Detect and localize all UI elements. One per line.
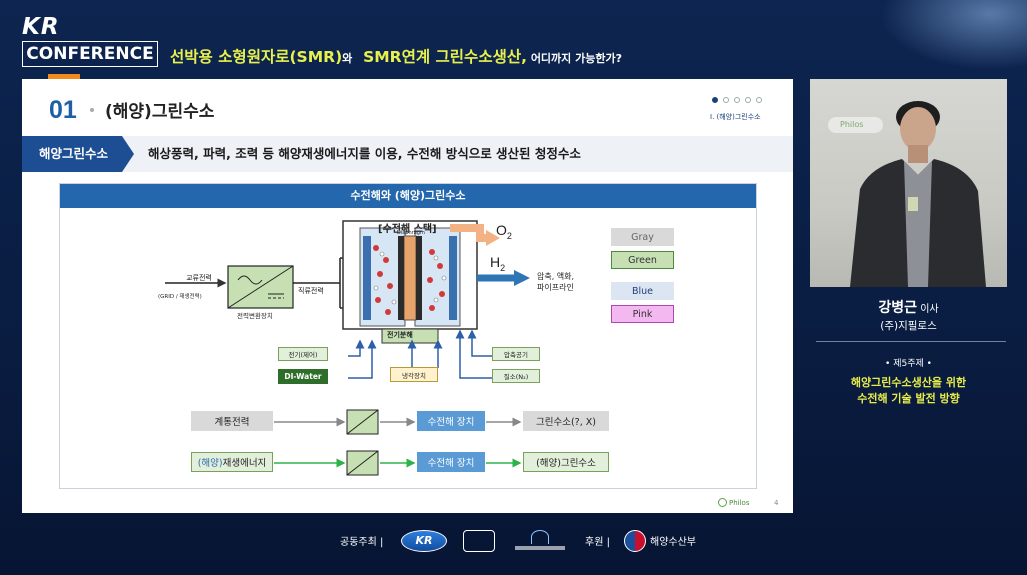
conference-headline: 선박용 소형원자로(SMR)와 SMR연계 그린수소생산, 어디까지 가능한가? [170,45,622,67]
speaker-figure [850,101,986,287]
flow1-result: 그린수소(?, X) [523,411,609,431]
separator-dot [90,108,94,112]
nav-dot [723,97,729,103]
definition-tag: 해양그린수소 [22,136,134,172]
slide-footer-logo: Philos [718,498,749,507]
headline-connector: 와 [342,52,353,65]
nav-dot [745,97,751,103]
government-emblem-icon [624,530,646,552]
h2-use-label: 압축, 액화,파이프라인 [537,272,575,292]
accent-bar [48,74,80,79]
flow2-result: (해양)그린수소 [523,452,609,472]
legend-gray: Gray [611,228,674,246]
presentation-slide: 01 (해양)그린수소 Ⅰ. (해양)그린수소 해양그린수소 해상풍력, 파력,… [22,79,793,513]
speaker-name: 강병근 이사 [878,300,939,316]
philos-logo-icon [718,498,727,507]
conference-logo: CONFERENCE [22,41,158,67]
headline-part-2: SMR연계 그린수소생산, [363,48,527,66]
host-label: 공동주최 | [340,537,384,548]
legend-blue: Blue [611,282,674,300]
panel-title: 수전해와 (해양)그린수소 [60,184,756,208]
ministry-name: 해양수산부 [650,537,696,548]
speaker-company: (주)지필로스 [880,320,937,332]
background-logo: Philos [828,117,883,133]
sponsor-label: 후원 | [585,537,610,548]
diagram-panel: 수전해와 (해양)그린수소 [59,183,757,489]
ac-label: 교류전력 [186,274,212,282]
ac-sub-label: (GRID / 재생전력) [158,294,202,300]
speaker-video: Philos [810,79,1007,287]
flow1-device: 수전해 장치 [417,411,485,431]
slide-page-number: 4 [774,499,779,507]
o2-arrow [486,230,500,246]
cooling-unit: 냉각장치 [390,367,438,382]
input-compressed-air: 압축공기 [492,347,540,361]
section-number: 01 [49,96,77,124]
divider [816,341,1006,342]
header-glow [880,0,1027,70]
nav-dot [734,97,740,103]
o2-label: O2 [496,222,512,241]
flow2-source: (해양)재생에너지 [191,452,273,472]
nav-dot-active [712,97,718,103]
input-nitrogen: 질소(N₂) [492,369,540,383]
dc-label: 직류전력 [298,287,324,295]
headline-part-1: 선박용 소형원자로(SMR) [170,48,343,66]
headline-question: 어디까지 가능한가? [526,52,622,65]
electrolyte-label: 전기분해 [387,331,413,339]
stack-title: [수전해 스택] [378,224,437,235]
definition-text: 해상풍력, 파력, 조력 등 해양재생에너지를 이용, 수전해 방식으로 생산된… [148,146,581,161]
input-electric-control: 전기(제어) [278,347,328,361]
topic-label: • 제5주제 • [885,359,932,369]
slide-nav-dots [712,97,762,103]
definition-row: 해양그린수소 해상풍력, 파력, 조력 등 해양재생에너지를 이용, 수전해 방… [22,136,793,172]
diaphragm [403,235,417,321]
diaphragm-label: Diaphragm [397,230,425,236]
section-title: (해양)그린수소 [105,102,215,122]
page-label: Ⅰ. (해양)그린수소 [710,113,761,121]
h2-label: H2 [490,254,506,273]
legend-green: Green [611,251,674,269]
legend-pink: Pink [611,305,674,323]
h2-arrow [514,270,530,286]
kr-logo: KR [22,14,60,40]
flow-diagram [274,409,522,476]
flow2-device: 수전해 장치 [417,452,485,472]
flow1-source: 계통전력 [191,411,273,431]
partner-logo-1 [463,530,495,552]
kr-footer-logo: KR [401,530,447,552]
input-di-water: DI-Water [278,369,328,384]
converter-label: 전력변환장치 [237,312,273,320]
partner-logo-2 [515,530,565,552]
nav-dot [756,97,762,103]
electrolysis-diagram [165,220,530,379]
